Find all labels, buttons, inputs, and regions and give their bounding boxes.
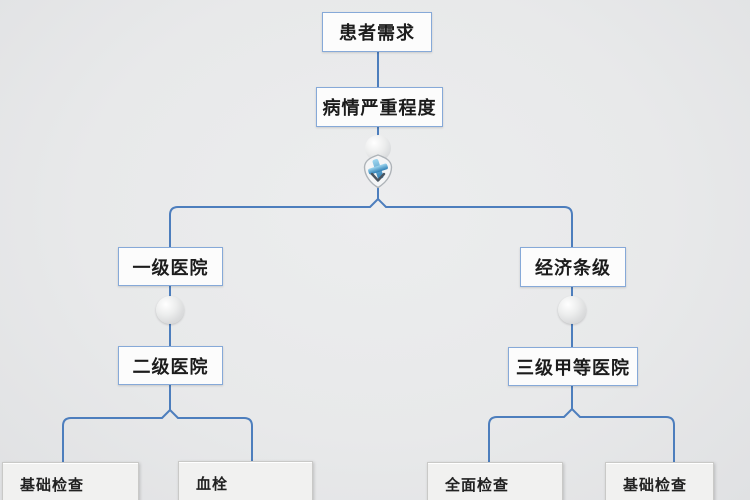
node-basic-exam-right[interactable]: 基础检查 xyxy=(605,462,714,500)
node-illness-severity[interactable]: 病情严重程度 xyxy=(316,87,443,127)
node-label: 经济条级 xyxy=(535,258,611,278)
node-label: 血栓 xyxy=(196,476,229,493)
node-hospital-level3-grade-a[interactable]: 三级甲等医院 xyxy=(508,347,638,386)
sphere-connector-icon xyxy=(156,296,184,324)
node-hospital-level1[interactable]: 一级医院 xyxy=(118,247,223,286)
node-blood-exam[interactable]: 血栓 xyxy=(178,461,313,500)
node-hospital-level2[interactable]: 二级医院 xyxy=(118,346,223,385)
node-label: 二级医院 xyxy=(132,356,209,377)
node-full-exam[interactable]: 全面检查 xyxy=(427,462,563,500)
node-label: 病情严重程度 xyxy=(322,98,437,118)
node-economic-condition[interactable]: 经济条级 xyxy=(520,247,626,287)
node-patient-need[interactable]: 患者需求 xyxy=(322,12,432,52)
node-label: 基础检查 xyxy=(623,477,688,494)
sphere-connector-icon xyxy=(558,296,586,324)
node-label: 三级甲等医院 xyxy=(516,357,630,378)
node-basic-exam-left[interactable]: 基础检查 xyxy=(2,462,139,500)
node-label: 基础检查 xyxy=(20,477,85,494)
node-label: 患者需求 xyxy=(339,23,415,43)
node-label: 全面检查 xyxy=(445,477,510,494)
node-label: 一级医院 xyxy=(132,257,209,278)
shield-cross-icon xyxy=(354,130,402,197)
